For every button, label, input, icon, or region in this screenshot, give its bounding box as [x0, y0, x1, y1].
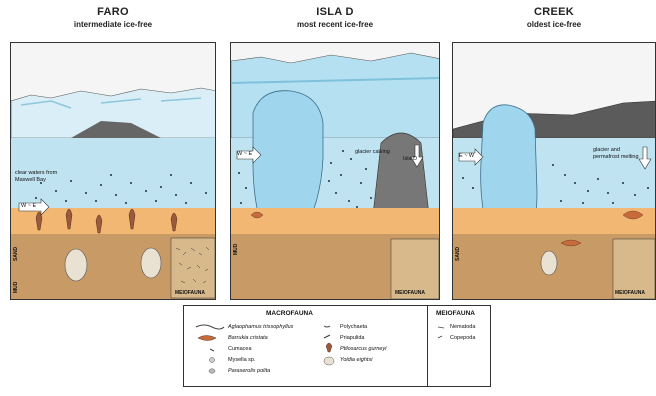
- mysella-icon: [210, 358, 215, 363]
- priapulida-icon: [324, 335, 330, 338]
- sediment-label-mud: MUD: [13, 282, 19, 293]
- panel-title-faro: FARO intermediate ice-free: [10, 6, 216, 30]
- ptilosarcus-icon: [326, 343, 332, 352]
- panel-faro: clear waters from Maxwell Bay W ~ E SAND…: [10, 42, 216, 300]
- creek-scene: [453, 43, 656, 300]
- arrow-label: W ~ E: [237, 151, 252, 158]
- panel-title-isla-d: ISLA D most recent ice-free: [230, 6, 440, 30]
- arrow-label: E ~ W: [459, 153, 474, 160]
- panel-title-text: CREEK: [452, 6, 656, 19]
- water-note: glacier calving: [355, 149, 395, 156]
- panel-subtitle-text: intermediate ice-free: [10, 19, 216, 30]
- arrow-label: W ~ E: [21, 203, 36, 210]
- aglaophamus-icon: [196, 325, 224, 329]
- sediment-label-mud: MUD: [233, 244, 239, 255]
- legend-icons: [184, 306, 492, 388]
- meiofauna-label: MEIOFAUNA: [395, 290, 425, 296]
- polychaeta-icon: [324, 326, 330, 327]
- water-note: glacier and permafrost melting: [593, 147, 641, 160]
- panel-title-text: FARO: [10, 6, 216, 19]
- panel-title-text: ISLA D: [230, 6, 440, 19]
- panel-subtitle-text: oldest ice-free: [452, 19, 656, 30]
- cumacea-icon: [210, 349, 214, 351]
- panel-subtitle-text: most recent ice-free: [230, 19, 440, 30]
- meio-box: [171, 238, 215, 298]
- copepoda-icon: [438, 336, 442, 338]
- legend: MACROFAUNA MEIOFAUNA Aglaophamus trissop…: [183, 305, 491, 387]
- panel-creek: glacier and permafrost melting E ~ W SAN…: [452, 42, 656, 300]
- sand-layer: [231, 208, 440, 234]
- meiofauna-label: MEIOFAUNA: [175, 290, 205, 296]
- panel-title-creek: CREEK oldest ice-free: [452, 6, 656, 30]
- barrukia-icon: [198, 336, 216, 341]
- island-label: Isla D: [403, 156, 417, 163]
- sediment-label-sand: SAND: [455, 247, 461, 261]
- paraserolis-icon: [209, 369, 215, 373]
- isla-d-scene: [231, 43, 440, 300]
- panel-isla-d: glacier calving Isla D W ~ E MUD MEIOFAU…: [230, 42, 440, 300]
- sediment-label-sand: SAND: [13, 247, 19, 261]
- yoldia-icon: [324, 357, 334, 365]
- sand-layer: [453, 208, 656, 234]
- water-note: clear waters from Maxwell Bay: [15, 170, 75, 183]
- nematoda-icon: [438, 327, 444, 328]
- meiofauna-label: MEIOFAUNA: [615, 290, 645, 296]
- yoldia: [541, 251, 557, 275]
